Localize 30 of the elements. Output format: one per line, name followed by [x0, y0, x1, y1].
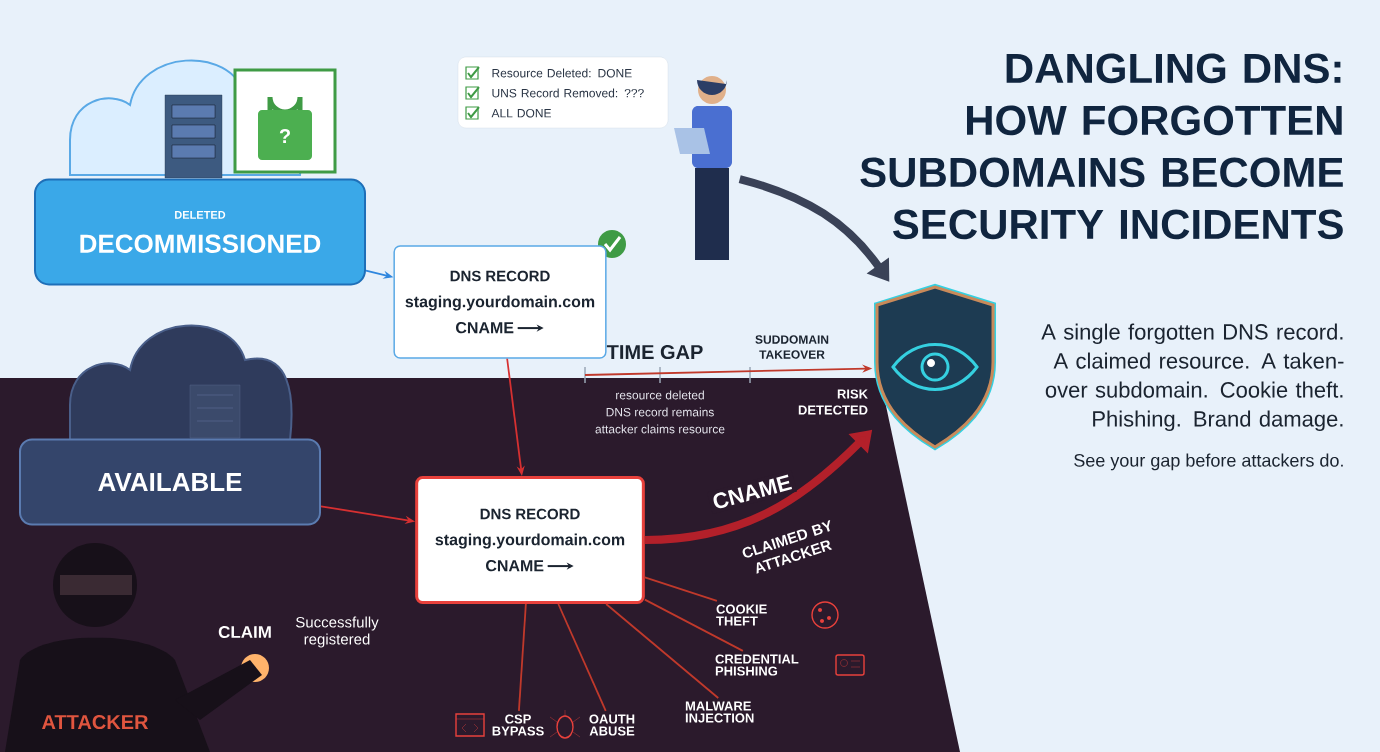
- connector-line: [643, 598, 744, 652]
- threat-label: OAUTH ABUSE: [589, 714, 635, 736]
- connector-line: [557, 603, 607, 712]
- timeline-note: DNS record remains: [606, 407, 714, 417]
- platform-box: DELETED DECOMMISSIONED: [34, 178, 366, 286]
- checklist-text: Resource Deleted: DONE UNS Record Removed: ??? ALL DONE: [491, 68, 644, 118]
- certificate-card: ?: [233, 68, 337, 174]
- claim-label: CLAIM: [218, 626, 271, 639]
- person-drawing: [674, 76, 732, 260]
- timeline-note: attacker claims resource: [595, 424, 725, 434]
- threat-label: COOKIE THEFT: [716, 604, 767, 626]
- dns-record-card: DNS RECORD staging.yourdomain.com CNAME: [415, 476, 645, 604]
- connector-line: [643, 576, 718, 602]
- summary-text: A single forgotten DNS record. A claimed resource. A taken-over subdomain. Cookie theft. Phishing. Brand damage.: [1041, 323, 1344, 432]
- dns-record-card: DNS RECORD staging.yourdomain.com CNAME: [393, 245, 607, 359]
- timeline-note: resource deleted: [616, 390, 704, 400]
- summary-text: See your gap before attackers do.: [1074, 453, 1343, 471]
- platform-box: AVAILABLE: [19, 438, 321, 526]
- edge-label: CNAME: [706, 469, 798, 515]
- connector-line: [605, 603, 720, 699]
- title: DANGLING DNS: HOW FORGOTTEN SUBDOMAINS BECOME SECURITY INCIDENTS: [860, 53, 1343, 240]
- threat-label: MALWARE INJECTION: [685, 701, 754, 723]
- attacker-label: ATTACKER: [42, 714, 149, 730]
- threat-label: CREDENTIAL PHISHING: [715, 654, 799, 676]
- claim-note: Successfully registered: [296, 616, 379, 648]
- connector-line: [518, 603, 527, 712]
- timeline-label: SUDDOMAIN TAKEOVER: [755, 335, 829, 359]
- threat-label: CSP BYPASS: [492, 714, 544, 736]
- shield-drawing: [874, 284, 996, 450]
- timeline-label: TIME GAP: [606, 344, 703, 360]
